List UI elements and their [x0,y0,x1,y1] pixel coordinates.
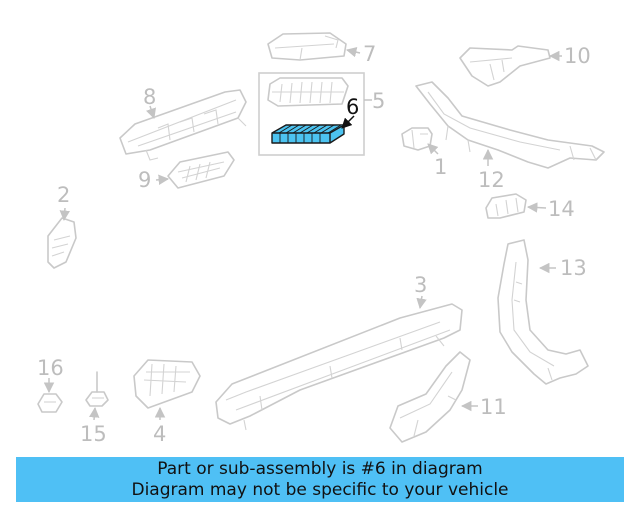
part-7-duct [267,32,347,61]
part-2-vent [47,217,77,269]
leader-14 [526,202,547,213]
part-1-bracket [401,127,433,151]
callout-12: 12 [478,168,505,192]
part-9-vent [167,151,235,189]
callout-7: 7 [363,42,376,66]
callout-8: 8 [143,85,156,109]
part-12-duct [415,81,605,169]
part-14-clip [485,193,527,219]
callout-3: 3 [414,273,427,297]
part-11-riser [389,351,471,443]
leader-3 [416,295,427,310]
leader-15 [88,406,100,421]
subassembly-box-5 [258,72,365,156]
callout-6: 6 [346,95,359,119]
callout-2: 2 [57,183,70,207]
callout-14: 14 [548,197,575,221]
callout-10: 10 [564,44,591,68]
part-13-duct [497,239,589,385]
part-8-bezel [119,89,247,161]
callout-13: 13 [560,256,587,280]
leader-7 [345,47,361,58]
part-16-clip [37,393,63,413]
leader-2 [59,207,71,222]
part-5-grille [267,77,349,107]
banner-line-1: Part or sub-assembly is #6 in diagram [157,459,483,479]
banner-line-2: Diagram may not be specific to your vehi… [131,480,509,500]
callout-9: 9 [138,168,151,192]
part-10-duct [459,45,551,87]
callout-16: 16 [37,356,64,380]
part-3-rail [215,303,463,431]
part-6-filter-highlighted [271,124,345,144]
leader-9 [155,174,170,186]
leader-1 [427,143,439,155]
callout-11: 11 [480,395,507,419]
callout-4: 4 [153,422,166,446]
part-15-fastener [85,371,109,407]
callout-15: 15 [80,422,107,446]
leader-8 [146,105,156,119]
part-4-vent [133,359,201,409]
callout-5: 5 [372,89,385,113]
callout-1: 1 [434,155,447,179]
info-banner: Part or sub-assembly is #6 in diagram Di… [16,457,624,502]
leader-6 [341,115,355,129]
